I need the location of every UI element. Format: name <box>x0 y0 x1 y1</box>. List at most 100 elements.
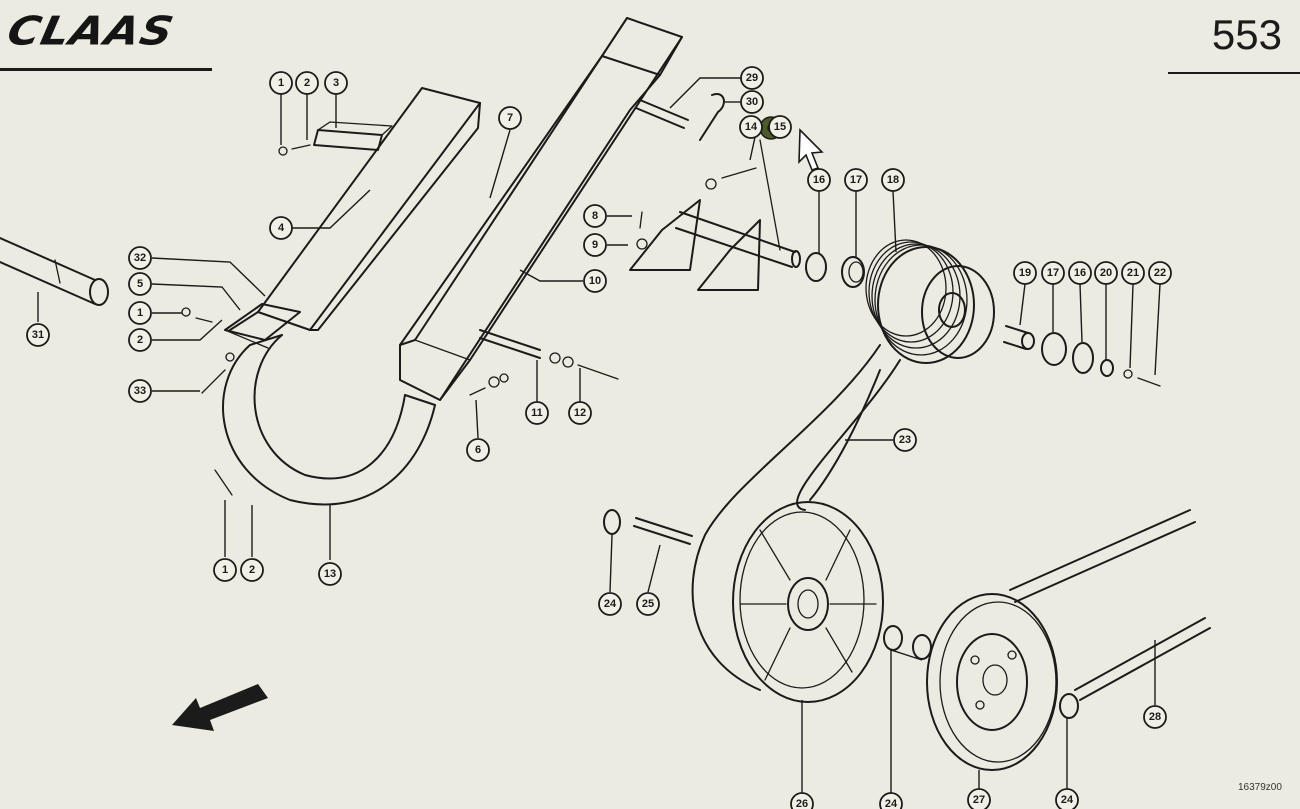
callout: 6 <box>466 438 490 462</box>
callout: 24 <box>598 592 622 616</box>
svg-text:1: 1 <box>278 77 284 89</box>
svg-text:5: 5 <box>137 278 143 290</box>
svg-text:9: 9 <box>592 239 598 251</box>
svg-text:28: 28 <box>1149 711 1161 723</box>
rod-and-fasteners <box>469 329 619 396</box>
mouse-pointer-icon <box>798 128 824 171</box>
svg-text:24: 24 <box>885 798 898 809</box>
arrow-down-left-icon <box>172 684 268 731</box>
callout: 23 <box>893 428 917 452</box>
callout: 26 <box>790 792 814 809</box>
drawing-reference-number: 16379z00 <box>1238 782 1282 793</box>
spacers-upper <box>805 252 865 288</box>
svg-text:19: 19 <box>1019 267 1031 279</box>
callout: 8 <box>583 204 607 228</box>
svg-text:12: 12 <box>574 407 586 419</box>
svg-text:31: 31 <box>32 329 44 341</box>
bracket-arm <box>229 87 481 331</box>
svg-text:3: 3 <box>333 77 339 89</box>
page-number: 553 <box>1211 11 1282 58</box>
callout: 10 <box>583 269 607 293</box>
svg-text:25: 25 <box>642 598 654 610</box>
bearing-block <box>629 139 801 291</box>
svg-text:15: 15 <box>774 121 786 133</box>
svg-text:16: 16 <box>813 174 825 186</box>
callout: 1 <box>213 558 237 582</box>
svg-text:22: 22 <box>1154 267 1166 279</box>
callout: 11 <box>525 401 549 425</box>
hardware-right <box>1003 325 1161 387</box>
callout: 9 <box>583 233 607 257</box>
svg-text:6: 6 <box>475 444 481 456</box>
svg-text:1: 1 <box>222 564 228 576</box>
svg-text:8: 8 <box>592 210 598 222</box>
svg-text:29: 29 <box>746 72 758 84</box>
small-bracket <box>278 121 393 156</box>
svg-text:4: 4 <box>278 222 285 234</box>
callout: 30 <box>740 90 764 114</box>
svg-text:16: 16 <box>1074 267 1086 279</box>
key-and-ring <box>603 509 693 545</box>
svg-text:17: 17 <box>850 174 862 186</box>
callout: 16 <box>807 168 831 192</box>
svg-text:21: 21 <box>1127 267 1139 279</box>
callout: 27 <box>967 788 991 809</box>
callout: 15 <box>768 115 792 139</box>
callout: 21 <box>1121 261 1145 285</box>
callout: 24 <box>1055 788 1079 809</box>
callout: 1 <box>269 71 293 95</box>
callout: 17 <box>1041 261 1065 285</box>
callout: 24 <box>879 792 903 809</box>
callout: 33 <box>128 379 152 403</box>
svg-text:17: 17 <box>1047 267 1059 279</box>
callout: 1 <box>128 301 152 325</box>
callout: 31 <box>26 323 50 347</box>
callout-bubbles: 1 2 3 4 7 32 5 1 2 31 33 10 6 11 12 1 2 … <box>26 66 1172 809</box>
callout: 16 <box>1068 261 1092 285</box>
svg-text:2: 2 <box>304 77 310 89</box>
curved-guard <box>214 329 436 506</box>
callout: 13 <box>318 562 342 586</box>
header-rule-right <box>1168 72 1300 74</box>
callout: 3 <box>324 71 348 95</box>
callout: 22 <box>1148 261 1172 285</box>
svg-text:27: 27 <box>973 794 985 806</box>
callout: 17 <box>844 168 868 192</box>
callout: 32 <box>128 246 152 270</box>
lower-pulley <box>732 501 884 703</box>
svg-text:11: 11 <box>531 407 543 419</box>
callout: 4 <box>269 216 293 240</box>
svg-text:24: 24 <box>1061 794 1074 806</box>
right-pulley <box>926 509 1196 771</box>
svg-text:2: 2 <box>249 564 255 576</box>
callout: 2 <box>128 328 152 352</box>
leader-lines <box>37 77 1161 795</box>
svg-text:24: 24 <box>604 598 617 610</box>
belt-28 <box>1074 617 1211 701</box>
callout: 12 <box>568 401 592 425</box>
callout: 2 <box>295 71 319 95</box>
svg-text:30: 30 <box>746 96 758 108</box>
svg-text:32: 32 <box>134 252 146 264</box>
callout: 25 <box>636 592 660 616</box>
svg-text:33: 33 <box>134 385 146 397</box>
drive-belt <box>691 344 901 691</box>
svg-text:18: 18 <box>887 174 899 186</box>
svg-text:2: 2 <box>137 334 143 346</box>
callout: 18 <box>881 168 905 192</box>
svg-text:20: 20 <box>1100 267 1112 279</box>
callout: 2 <box>240 558 264 582</box>
callout: 19 <box>1013 261 1037 285</box>
callout: 14 <box>739 115 763 139</box>
drive-shaft <box>0 237 109 306</box>
callout: 7 <box>498 106 522 130</box>
svg-text:10: 10 <box>589 275 601 287</box>
upper-pulley <box>865 239 995 364</box>
svg-text:7: 7 <box>507 112 513 124</box>
callout: 5 <box>128 272 152 296</box>
callout: 29 <box>740 66 764 90</box>
callout: 20 <box>1094 261 1118 285</box>
callout: 28 <box>1143 705 1167 729</box>
